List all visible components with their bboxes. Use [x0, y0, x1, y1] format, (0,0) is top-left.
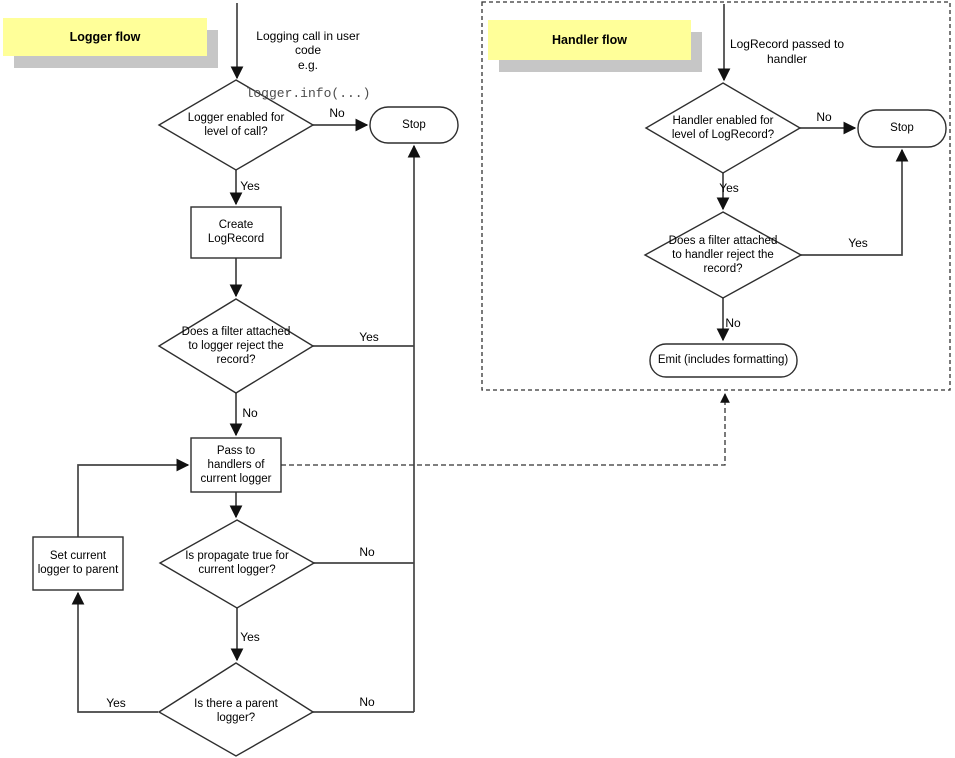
edge-label-handler-no: No — [816, 110, 832, 124]
edge-label-filter-no: No — [242, 406, 258, 420]
logger-enabled-label: Logger enabled for level of call? — [187, 112, 285, 138]
handler-flow-title: Handler flow — [488, 20, 691, 60]
edge-parent-yes-set — [71, 591, 158, 713]
edge-label-enabled-no: No — [329, 106, 345, 120]
handler-entry-note: LogRecord passed to handler — [729, 37, 845, 66]
set-parent-node — [32, 536, 124, 591]
propagate-diamond — [158, 519, 316, 609]
handler-enabled-label: Handler enabled for level of LogRecord? — [671, 115, 775, 141]
logger-flow-title: Logger flow — [3, 18, 207, 56]
handler-stop-node — [857, 109, 947, 148]
logger-stop-node — [369, 106, 459, 144]
edge-label-enabled-yes: Yes — [240, 179, 260, 193]
logger-entry-note-text: Logging call in user code e.g. — [256, 28, 360, 72]
edge-handler-filter-yes-stop — [801, 148, 909, 256]
create-logrecord-node — [190, 206, 282, 259]
edge-label-parent-yes: Yes — [106, 696, 126, 710]
set-parent-label: Set current logger to parent — [37, 550, 119, 576]
handler-enabled-diamond — [644, 82, 802, 174]
emit-node — [649, 343, 798, 378]
edge-label-filter-yes: Yes — [359, 330, 379, 344]
handler-stop-label: Stop — [890, 122, 914, 134]
edge-label-propagate-yes: Yes — [240, 630, 260, 644]
parent-logger-diamond — [157, 662, 315, 757]
edge-label-propagate-no: No — [359, 545, 375, 559]
handler-filter-diamond — [643, 211, 803, 299]
edge-set-to-pass — [77, 458, 190, 537]
propagate-label: Is propagate true for current logger? — [185, 550, 289, 576]
emit-label: Emit (includes formatting) — [657, 354, 789, 366]
create-logrecord-label: Create LogRecord — [207, 219, 265, 245]
handler-filter-label: Does a filter attached to handler reject… — [668, 235, 778, 275]
edge-label-handler-filter-yes: Yes — [848, 236, 868, 250]
parent-logger-label: Is there a parent logger? — [194, 698, 278, 724]
edge-label-handler-filter-no: No — [725, 316, 741, 330]
handler-flow-container — [481, 1, 951, 391]
logger-entry-note-code: logger.info(...) — [245, 85, 371, 101]
edge-label-parent-no: No — [359, 695, 375, 709]
pass-handlers-node — [190, 437, 282, 493]
logger-enabled-diamond — [157, 79, 315, 171]
logger-filter-diamond — [157, 298, 315, 394]
edge-label-handler-yes: Yes — [719, 181, 739, 195]
logger-entry-note: Logging call in user code e.g. logger.in… — [238, 14, 378, 116]
pass-handlers-label: Pass to handlers of current logger — [200, 445, 272, 485]
logger-filter-label: Does a filter attached to logger reject … — [181, 326, 291, 366]
edge-pass-to-handler-flow — [281, 393, 730, 466]
logger-stop-label: Stop — [402, 119, 426, 131]
